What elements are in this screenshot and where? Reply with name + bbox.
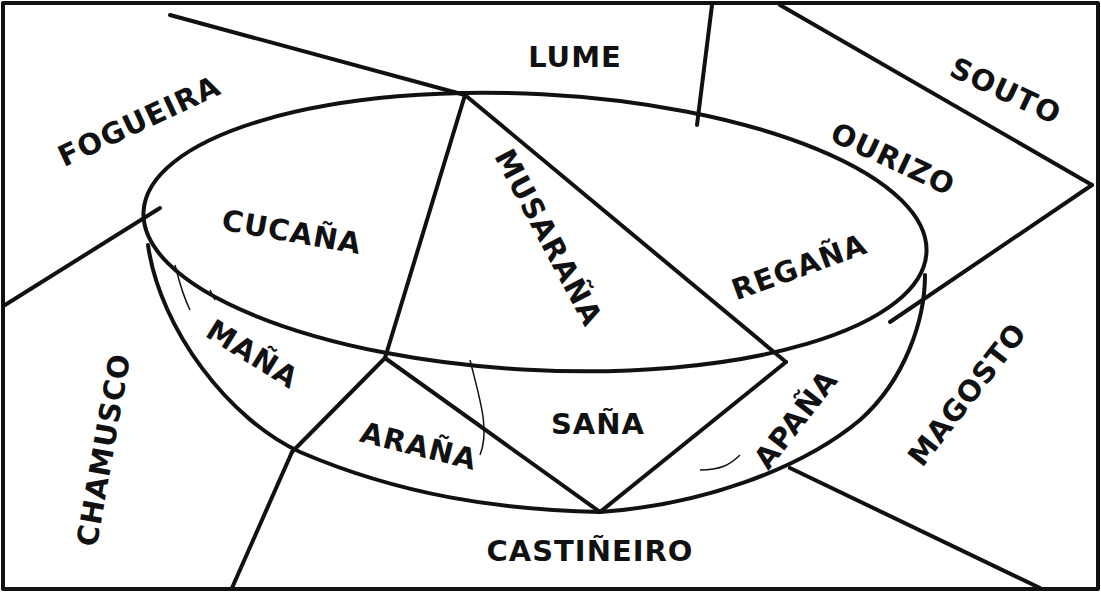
word-label: ARAÑA <box>354 416 483 477</box>
word-label: SAÑA <box>548 409 648 441</box>
word-label: CUCAÑA <box>217 205 368 262</box>
word-label: CASTIÑEIRO <box>483 536 696 568</box>
word-label: LUME <box>525 42 625 74</box>
word-label: MAGOSTO <box>901 315 1036 475</box>
word-label: FOGUEIRA <box>51 69 229 174</box>
word-label: SOUTO <box>942 51 1068 133</box>
word-label: MUSARAÑA <box>487 142 610 335</box>
word-label: CHAMUSCO <box>72 348 138 552</box>
word-label: REGAÑA <box>725 228 874 308</box>
